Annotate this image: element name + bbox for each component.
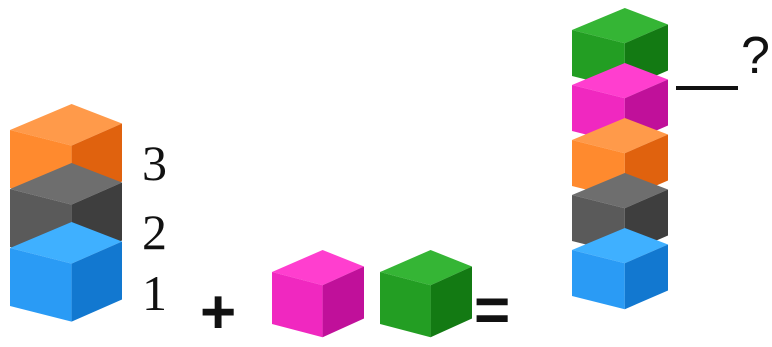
added-cube-2 [380,250,472,337]
equals-sign: = [474,280,510,342]
added-cube-1 [272,250,364,337]
plus-sign: + [200,282,236,344]
label-2: 2 [142,207,167,257]
question-mark: ? [741,30,770,82]
answer-blank-line [676,86,738,90]
label-3: 3 [142,138,167,188]
label-1: 1 [142,268,167,318]
